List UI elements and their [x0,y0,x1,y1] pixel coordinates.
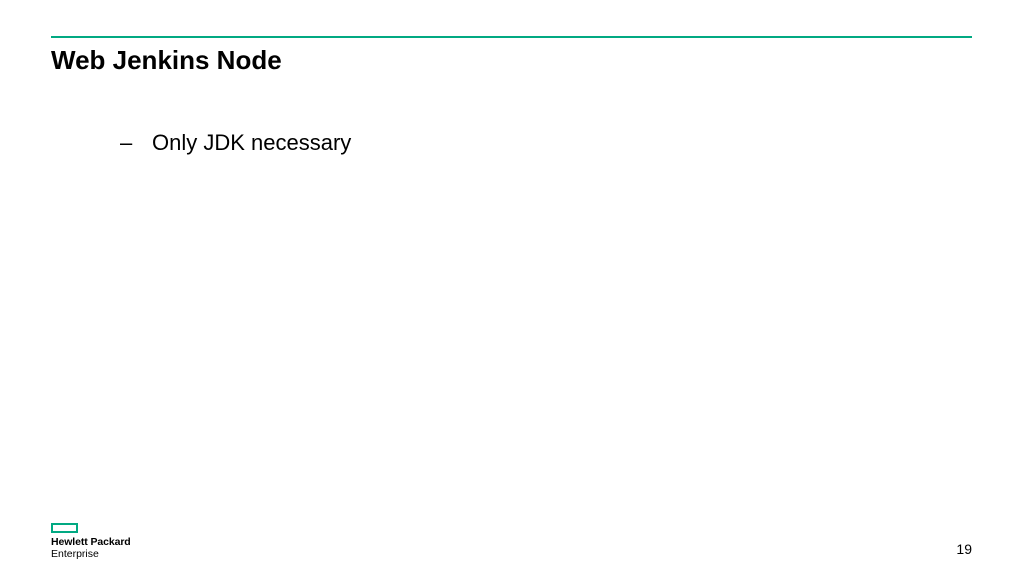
hpe-rectangle-icon [51,523,78,533]
page-number: 19 [956,541,972,557]
logo-company-name: Hewlett Packard [51,536,131,548]
bullet-text: Only JDK necessary [152,130,352,155]
slide-title: Web Jenkins Node [51,45,282,75]
title-rule-divider [51,36,972,38]
logo-company-suffix: Enterprise [51,548,99,560]
hpe-logo: Hewlett Packard Enterprise [51,523,151,563]
bullet-item: – Only JDK necessary [120,128,351,158]
bullet-dash-marker: – [120,130,133,155]
bullet-list: – Only JDK necessary [120,128,351,158]
